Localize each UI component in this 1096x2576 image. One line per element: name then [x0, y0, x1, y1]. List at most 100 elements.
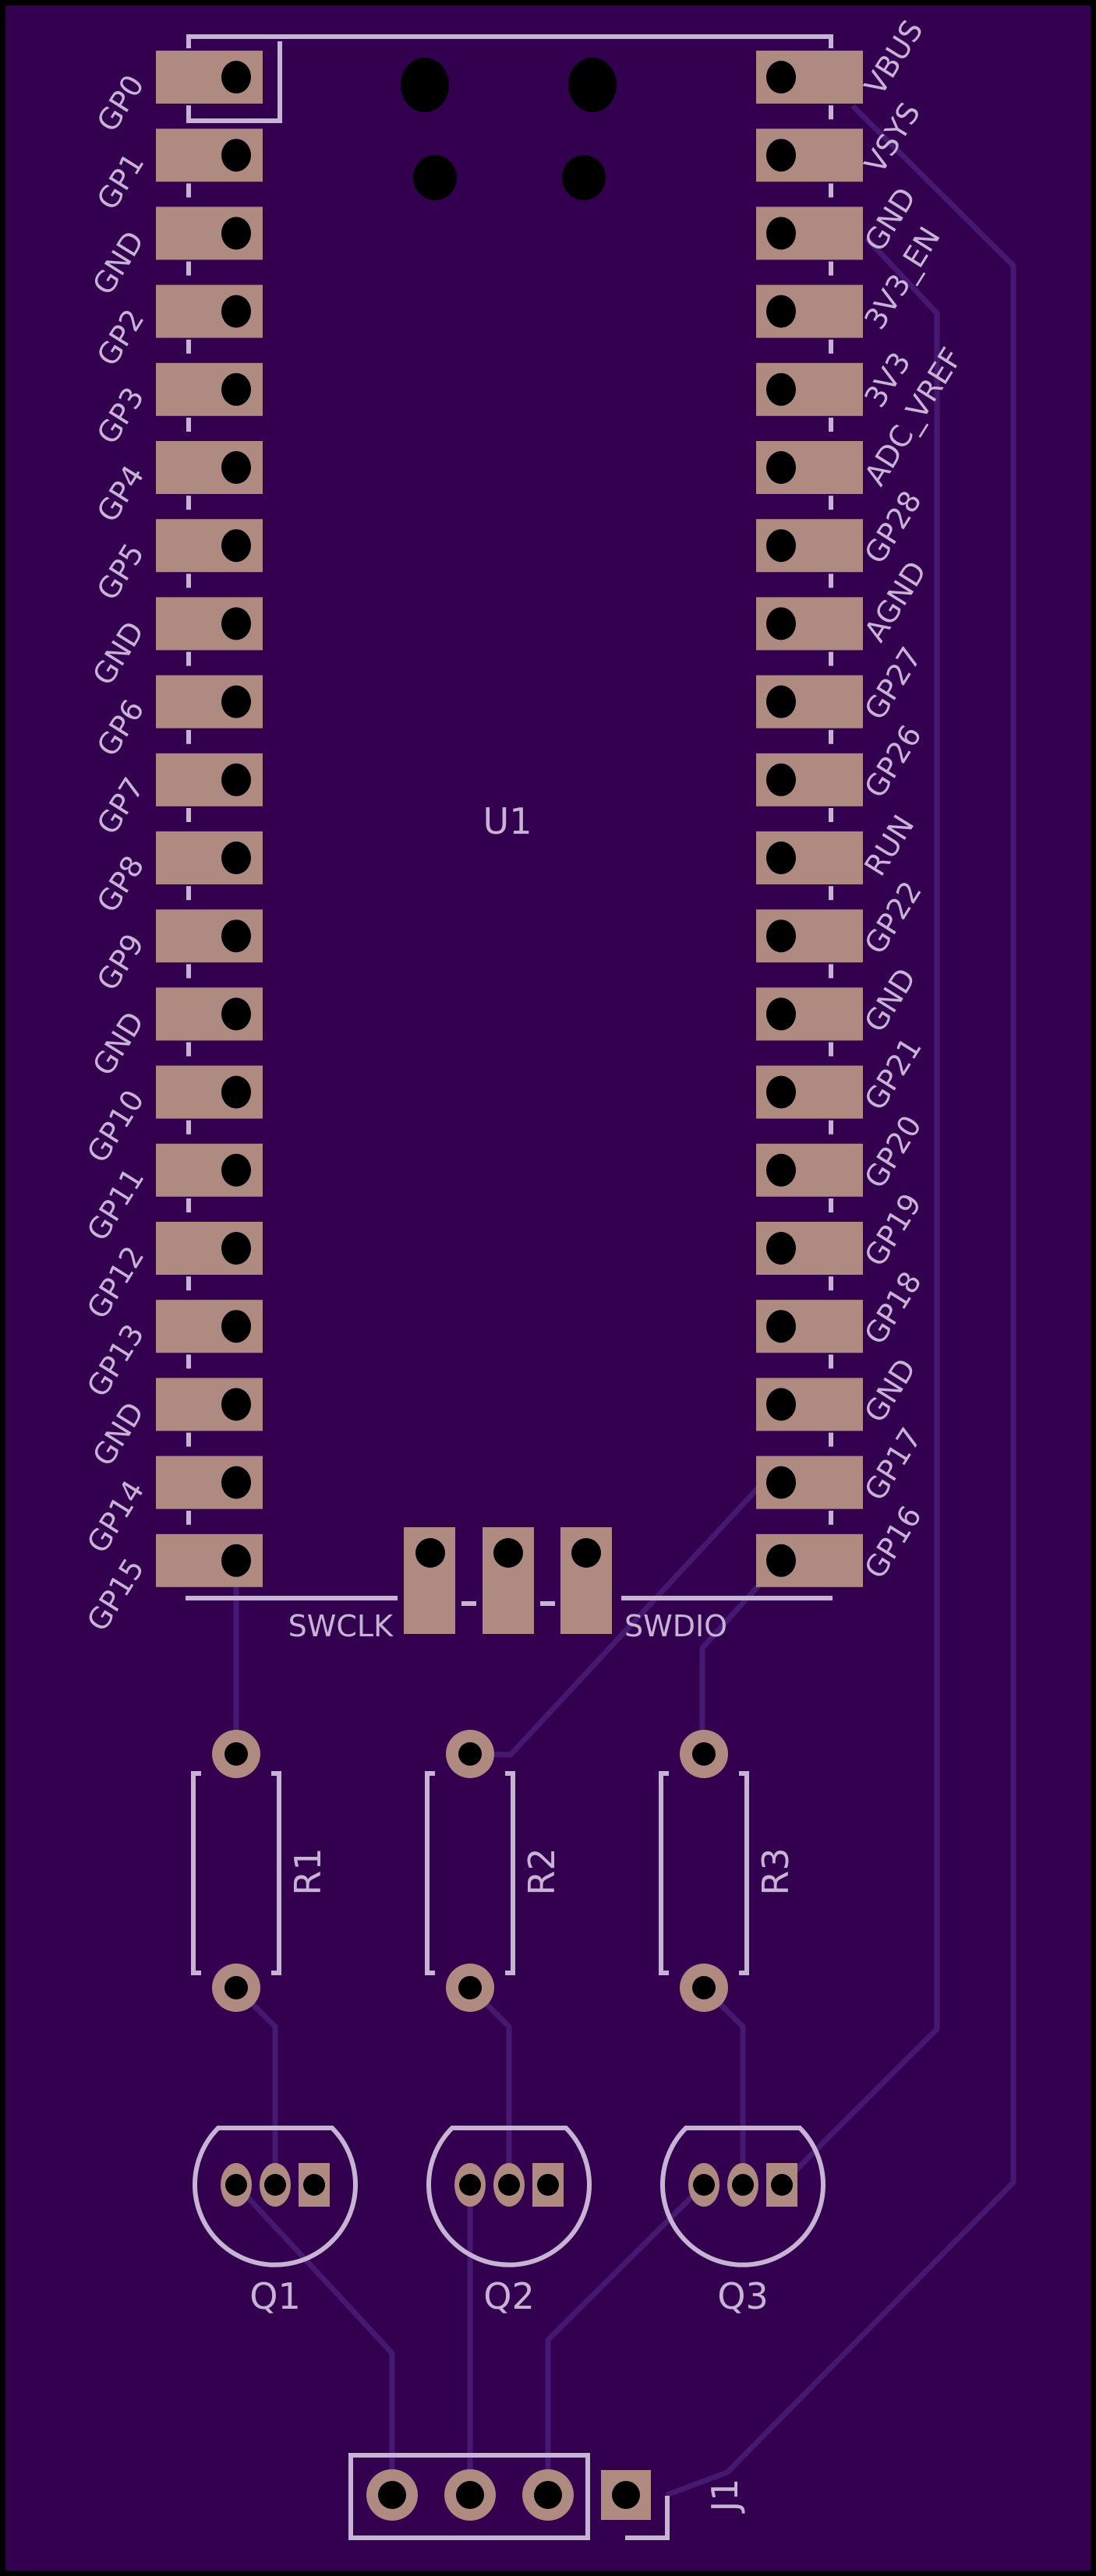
u1-pad-hole — [221, 529, 251, 563]
transistor-hole — [498, 2174, 520, 2196]
u1-pad-hole — [221, 217, 251, 250]
resistor-outline — [191, 1771, 201, 1975]
resistor-outline — [659, 1771, 669, 1975]
transistor-ref-label: Q2 — [483, 2275, 534, 2317]
resistor-hole — [692, 1976, 716, 1999]
u1-pad-hole — [766, 529, 796, 563]
transistors: Q1 Q2 Q3 — [193, 2126, 826, 2317]
transistor-hole — [264, 2174, 286, 2196]
u1-pad-hole — [221, 139, 251, 172]
resistor-hole — [225, 1742, 248, 1766]
trace-q3-j1 — [545, 2183, 706, 2495]
u1-pad-hole — [766, 1153, 796, 1187]
u1-pad-hole — [766, 1544, 796, 1577]
resistor-ref-label: R2 — [521, 1847, 563, 1895]
trace-gp16-r3 — [699, 1583, 761, 1754]
j1-connector: J1 — [348, 2453, 746, 2540]
resistor-outline — [425, 1771, 435, 1975]
resistor-hole — [692, 1742, 716, 1766]
swclk-label: SWCLK — [288, 1609, 394, 1643]
transistor-hole — [225, 2174, 247, 2196]
u1-pad-hole — [221, 1466, 251, 1499]
resistor-r1: R1 — [191, 1730, 329, 2012]
u1-pad-hole — [221, 1232, 251, 1265]
transistor-outline — [426, 2126, 592, 2267]
transistor-outline — [660, 2126, 826, 2267]
j1-hole — [534, 2481, 562, 2509]
u1-pad-hole — [766, 295, 796, 328]
debug-hole — [415, 1538, 445, 1568]
transistor-q1: Q1 — [193, 2126, 358, 2317]
u1-pad-hole — [766, 1388, 796, 1421]
transistor-hole — [537, 2174, 559, 2196]
u1-pad-hole — [766, 217, 796, 250]
resistor-r2: R2 — [425, 1730, 563, 2012]
u1-pad-hole — [766, 919, 796, 953]
u1-pad-hole — [221, 1153, 251, 1187]
resistor-outline — [505, 1771, 515, 1975]
u1-pad-hole — [221, 763, 251, 796]
u1-pad-hole — [766, 997, 796, 1031]
u1-pad-hole — [766, 842, 796, 874]
u1-pad-hole — [766, 61, 796, 94]
debug-hole — [493, 1538, 523, 1568]
u1-pad-hole — [221, 1075, 251, 1109]
transistor-ref-label: Q1 — [249, 2275, 300, 2317]
u1-pad-hole — [766, 1310, 796, 1343]
j1-outline — [348, 2453, 590, 2540]
u1-pad-hole — [221, 1544, 251, 1577]
u1-pad-hole — [766, 607, 796, 640]
u1-pad-hole — [221, 685, 251, 718]
u1-pad-hole — [766, 685, 796, 718]
resistor-ref-label: R1 — [287, 1847, 329, 1895]
u1-ref-label: U1 — [483, 800, 532, 842]
transistor-hole — [732, 2174, 754, 2196]
u1-pad-hole — [221, 61, 251, 94]
u1-pad-hole — [221, 295, 251, 328]
transistor-ref-label: Q3 — [717, 2275, 768, 2317]
transistor-q2: Q2 — [426, 2126, 592, 2317]
resistor-outline — [271, 1771, 281, 1975]
u1-pad-hole — [221, 372, 251, 406]
swdio-label: SWDIO — [624, 1609, 727, 1643]
resistor-hole — [458, 1742, 482, 1766]
u1-pad-hole — [221, 919, 251, 953]
resistor-hole — [225, 1976, 248, 1999]
u1-pad-hole — [766, 451, 796, 484]
transistor-q3: Q3 — [660, 2126, 826, 2317]
j1-ref-label: J1 — [704, 2479, 746, 2514]
trace-q1-j1 — [234, 2183, 395, 2495]
resistor-r3: R3 — [659, 1730, 797, 2012]
u1-pad-hole — [221, 1388, 251, 1421]
resistors: R1 R2 R3 — [191, 1730, 797, 2012]
transistor-hole — [693, 2174, 715, 2196]
u1-pad-hole — [766, 139, 796, 172]
transistor-hole — [303, 2174, 325, 2196]
resistor-outline — [739, 1771, 749, 1975]
u1-pad-hole — [766, 1466, 796, 1499]
u1-pad-hole — [766, 763, 796, 796]
transistor-hole — [771, 2174, 793, 2196]
j1-pin1-marker — [625, 2496, 670, 2540]
j1-hole — [612, 2481, 640, 2509]
u1-outline-top — [186, 34, 833, 48]
resistor-ref-label: R3 — [755, 1847, 797, 1895]
trace-vbus — [665, 104, 1016, 2498]
u1-pad-hole — [221, 607, 251, 640]
mounting-hole — [413, 155, 457, 200]
u1-pad-hole — [221, 997, 251, 1031]
mounting-hole — [401, 58, 449, 112]
transistor-outline — [193, 2126, 358, 2267]
resistor-hole — [458, 1976, 482, 1999]
mounting-hole — [568, 58, 617, 112]
u1-pad-hole — [221, 842, 251, 874]
j1-hole — [456, 2481, 484, 2509]
u1-pad-hole — [766, 372, 796, 406]
debug-hole — [571, 1538, 601, 1568]
u1-pad-hole — [221, 451, 251, 484]
u1-pad-hole — [766, 1232, 796, 1265]
u1-pad-hole — [221, 1310, 251, 1343]
trace-gnd — [780, 236, 940, 2187]
mounting-hole — [562, 155, 606, 200]
